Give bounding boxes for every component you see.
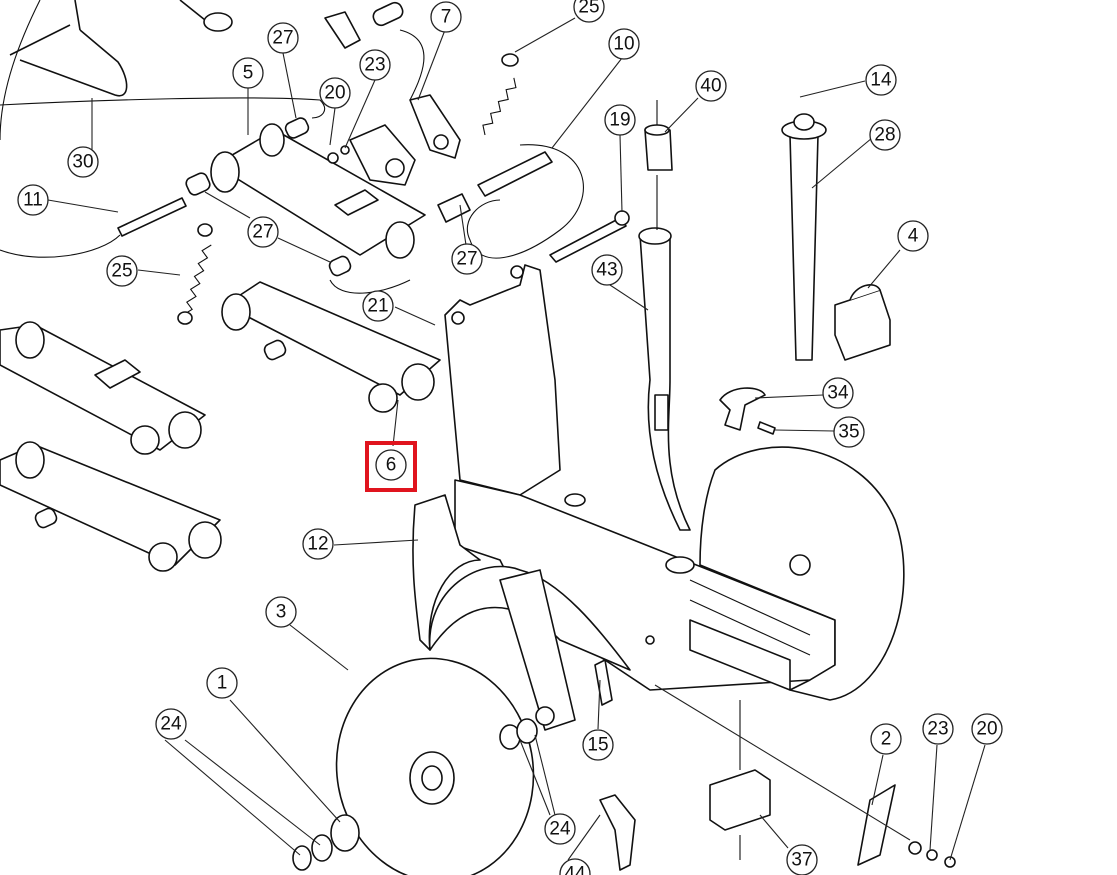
highlight-box	[365, 441, 417, 492]
svg-text:20: 20	[324, 83, 345, 104]
arm-part-5	[185, 117, 426, 277]
svg-text:12: 12	[307, 534, 328, 555]
tube-part-43	[549, 210, 691, 531]
svg-text:2: 2	[881, 729, 892, 750]
callout-7[interactable]: 7	[430, 1, 462, 33]
callout-34[interactable]: 34	[822, 377, 854, 409]
callout-40[interactable]: 40	[695, 70, 727, 102]
callout-15[interactable]: 15	[582, 729, 614, 761]
disc-right	[699, 446, 905, 701]
callout-27[interactable]: 27	[451, 243, 483, 275]
svg-text:34: 34	[827, 383, 849, 404]
svg-text:11: 11	[23, 190, 43, 211]
arm-left-lower	[0, 441, 222, 572]
plate-part-2	[857, 784, 956, 868]
parts-artwork	[0, 0, 956, 875]
callout-30[interactable]: 30	[67, 146, 99, 178]
bracket-part-23	[327, 124, 416, 186]
svg-text:1: 1	[217, 673, 228, 694]
callout-25[interactable]: 25	[106, 255, 138, 287]
block-part-37	[709, 700, 771, 860]
spring-part-25-upper	[482, 53, 519, 136]
svg-text:6: 6	[386, 455, 397, 476]
callout-19[interactable]: 19	[604, 104, 636, 136]
svg-text:19: 19	[609, 110, 630, 131]
svg-text:25: 25	[578, 0, 599, 18]
svg-text:20: 20	[976, 719, 997, 740]
svg-text:27: 27	[272, 28, 293, 49]
callout-12[interactable]: 12	[302, 528, 334, 560]
bolt-part-15	[594, 659, 613, 706]
callout-2[interactable]: 2	[870, 723, 902, 755]
svg-text:40: 40	[700, 76, 721, 97]
callout-1[interactable]: 1	[206, 667, 238, 699]
block-part-4	[834, 284, 891, 361]
callout-25[interactable]: 25	[573, 0, 605, 23]
svg-text:14: 14	[870, 70, 892, 91]
callout-23[interactable]: 23	[359, 49, 391, 81]
callout-4[interactable]: 4	[897, 220, 929, 252]
svg-text:23: 23	[927, 719, 948, 740]
callout-14[interactable]: 14	[865, 64, 897, 96]
svg-text:30: 30	[72, 152, 93, 173]
callout-3[interactable]: 3	[265, 596, 297, 628]
callout-24[interactable]: 24	[544, 813, 576, 845]
bolt-top	[179, 0, 233, 32]
frame-part-12	[412, 264, 836, 691]
callout-10[interactable]: 10	[608, 28, 640, 60]
svg-text:7: 7	[441, 7, 452, 28]
leader-lines	[47, 17, 986, 861]
callouts: 5 27 20 23 7 25 10 30 11 27 27 25 21 40 …	[17, 0, 1003, 875]
top-small-parts	[324, 1, 425, 101]
svg-text:37: 37	[791, 850, 812, 871]
bracket-part-44	[599, 794, 636, 871]
svg-text:4: 4	[908, 226, 919, 247]
spring-part-25-lower	[177, 223, 213, 325]
svg-text:28: 28	[874, 125, 895, 146]
washers-24	[292, 718, 538, 871]
svg-text:24: 24	[549, 819, 571, 840]
cap-part-40	[644, 100, 673, 230]
callout-44[interactable]: 44	[559, 858, 591, 875]
plate-part-7	[409, 94, 461, 159]
disc-part-3	[335, 657, 535, 875]
svg-text:3: 3	[276, 602, 287, 623]
clip-part-34	[719, 387, 776, 435]
svg-text:44: 44	[564, 864, 586, 875]
rod-part-28	[781, 113, 827, 361]
svg-text:21: 21	[367, 296, 388, 317]
u-bolt-part-30	[9, 0, 128, 97]
svg-text:35: 35	[838, 422, 859, 443]
svg-text:25: 25	[111, 261, 132, 282]
callout-43[interactable]: 43	[591, 254, 623, 286]
svg-text:24: 24	[160, 714, 182, 735]
callout-24[interactable]: 24	[155, 708, 187, 740]
rod-part-10	[329, 144, 584, 294]
arm-part-6	[221, 281, 441, 413]
callout-11[interactable]: 11	[17, 184, 49, 216]
arm-left-upper	[0, 321, 206, 455]
svg-text:23: 23	[364, 55, 385, 76]
svg-text:27: 27	[252, 222, 273, 243]
callout-20[interactable]: 20	[971, 713, 1003, 745]
svg-text:5: 5	[243, 63, 254, 84]
callout-5[interactable]: 5	[232, 57, 264, 89]
callout-20[interactable]: 20	[319, 77, 351, 109]
callout-27[interactable]: 27	[267, 22, 299, 54]
shank-arm	[499, 569, 576, 731]
svg-text:10: 10	[613, 34, 634, 55]
svg-text:15: 15	[587, 735, 608, 756]
pin-part-11	[117, 197, 187, 237]
callout-23[interactable]: 23	[922, 713, 954, 745]
callout-28[interactable]: 28	[869, 119, 901, 151]
callout-21[interactable]: 21	[362, 290, 394, 322]
callout-35[interactable]: 35	[833, 416, 865, 448]
callout-27[interactable]: 27	[247, 216, 279, 248]
svg-text:27: 27	[456, 249, 477, 270]
callout-37[interactable]: 37	[786, 844, 818, 875]
callout-6-highlighted[interactable]: 6	[365, 441, 417, 492]
svg-text:43: 43	[596, 260, 617, 281]
